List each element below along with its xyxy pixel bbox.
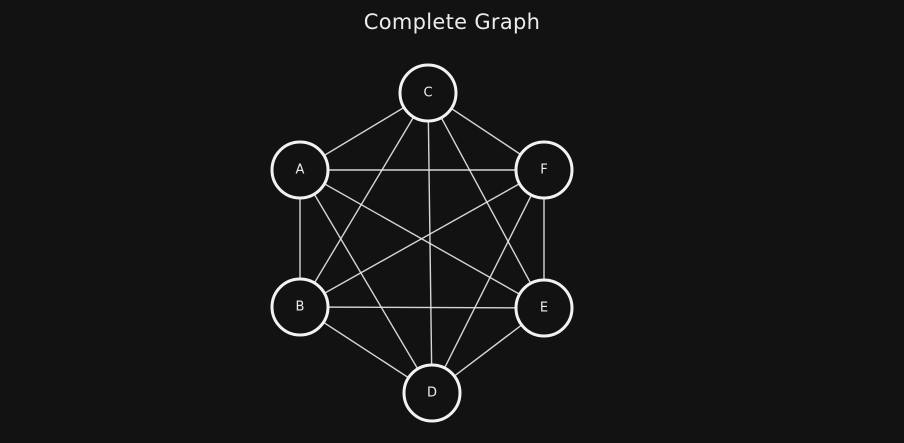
node-circle-F <box>514 140 574 200</box>
node-label-B: B <box>296 300 305 315</box>
node-circle-D <box>402 363 462 423</box>
edge-B-C <box>299 92 429 308</box>
node-circle-B <box>270 277 330 337</box>
node-label-F: F <box>540 163 547 178</box>
node-C: C <box>398 63 458 123</box>
node-B: B <box>270 277 330 337</box>
edge-C-D <box>427 92 433 394</box>
node-circle-A <box>270 140 330 200</box>
node-circle-E <box>514 278 574 338</box>
node-F: F <box>514 140 574 200</box>
node-label-E: E <box>540 301 548 316</box>
diagram-title: Complete Graph <box>363 10 541 34</box>
edge-B-F <box>299 169 545 308</box>
node-A: A <box>270 140 330 200</box>
edge-B-E <box>299 306 545 309</box>
node-D: D <box>402 363 462 423</box>
node-label-D: D <box>427 386 437 401</box>
edge-A-D <box>299 169 433 394</box>
node-circle-C <box>398 63 458 123</box>
node-E: E <box>514 278 574 338</box>
node-label-A: A <box>296 163 305 178</box>
node-label-C: C <box>423 86 432 101</box>
edges-layer <box>299 92 545 394</box>
edge-C-E <box>427 92 545 309</box>
edge-D-F <box>431 169 545 394</box>
nodes-layer: C A F B E D <box>270 63 574 423</box>
